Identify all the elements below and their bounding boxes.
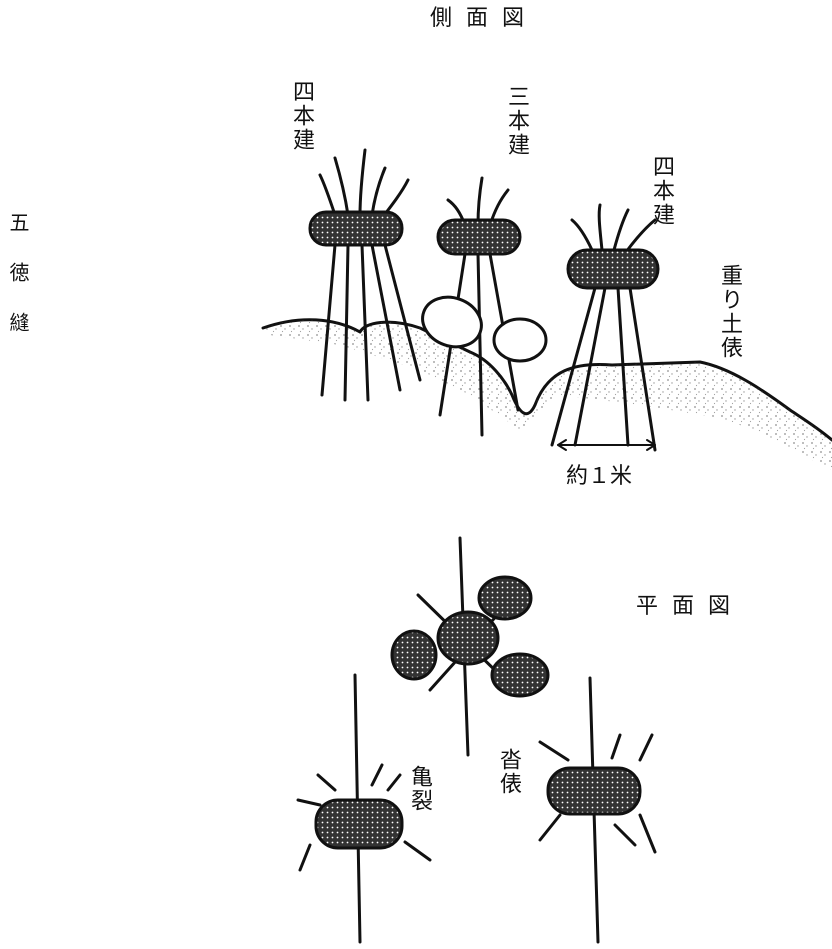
label-weight-bags: 重り土俵 [717, 264, 742, 360]
label-bundle-left: 四本建 [289, 80, 314, 152]
plan-bag-right [490, 652, 550, 698]
plan-bag-left [390, 629, 438, 681]
sandbag-round-1 [421, 295, 483, 349]
label-bundle-middle: 三本建 [504, 85, 529, 157]
plan-bag-ridge-group [538, 676, 657, 944]
side-text-label: 五徳縫 [6, 212, 30, 362]
sandbag-left-sideview [308, 210, 404, 247]
bundle-left-sideview [308, 148, 422, 402]
label-distance: 約１米 [566, 464, 633, 489]
sandbag-round-2 [492, 317, 548, 363]
side-view-title: 側面図 [430, 6, 539, 31]
plan-view-drawing [296, 536, 657, 944]
plan-bag-center [436, 610, 500, 666]
plan-cluster-center [390, 536, 550, 757]
label-crack: 亀裂 [407, 765, 432, 813]
bundle-right-sideview [550, 203, 660, 452]
plan-bag-top [477, 575, 533, 621]
distance-dimension [557, 439, 656, 451]
sandbag-middle-sideview [436, 218, 522, 256]
label-ridge-bag: 沓俵 [496, 748, 521, 796]
sandbag-right-sideview [566, 248, 660, 290]
embankment-texture [263, 319, 832, 470]
label-bundle-right: 四本建 [649, 155, 674, 227]
plan-bag-crack-group [296, 673, 432, 944]
bundle-middle-sideview [421, 176, 548, 437]
side-view-drawing [261, 148, 832, 470]
plan-bag-crack [314, 798, 404, 850]
plan-view-title: 平面図 [636, 594, 745, 619]
plan-bag-ridge [546, 766, 642, 816]
